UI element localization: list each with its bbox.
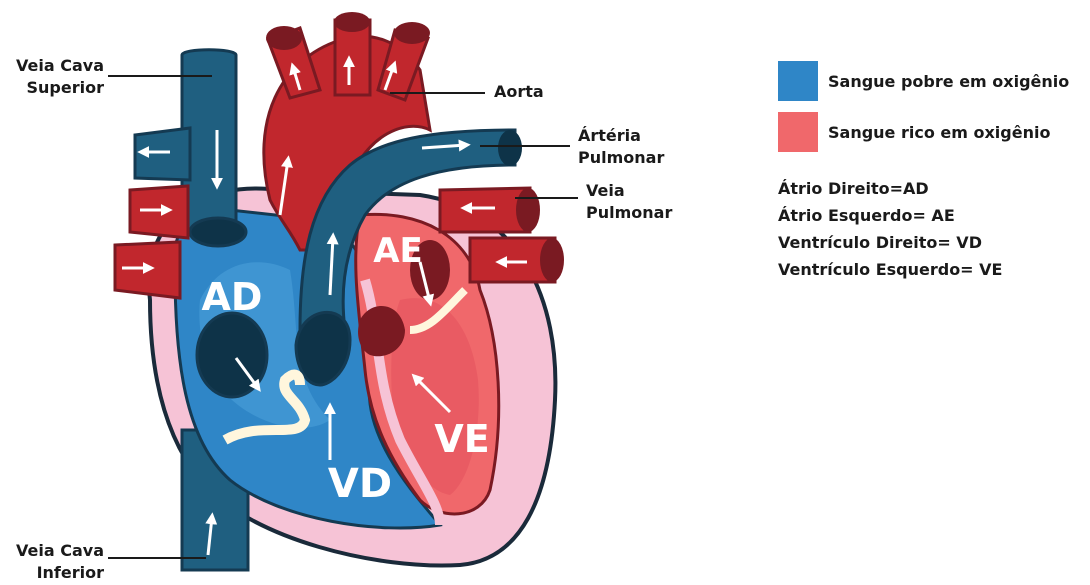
label-veia-pulm-line2: Pulmonar bbox=[586, 202, 672, 224]
label-aorta: Aorta bbox=[494, 81, 544, 103]
legend-text-rich: Sangue rico em oxigênio bbox=[828, 123, 1050, 142]
abbr-ad: Átrio Direito=AD bbox=[778, 175, 929, 202]
abbr-ae: Átrio Esquerdo= AE bbox=[778, 202, 955, 229]
chamber-label-vd: VD bbox=[328, 461, 392, 507]
legend-rich-oxygen: Sangue rico em oxigênio bbox=[778, 112, 1050, 152]
aorta-branch-3-opening bbox=[394, 22, 430, 44]
legend-swatch-poor bbox=[778, 61, 818, 101]
aorta-branch-2-opening bbox=[334, 12, 370, 32]
superior-vena-cava-opening bbox=[190, 218, 246, 246]
label-art-pulm-line1: Ártéria bbox=[578, 125, 664, 147]
abbr-ve: Ventrículo Esquerdo= VE bbox=[778, 256, 1002, 283]
legend-swatch-rich bbox=[778, 112, 818, 152]
abbr-vd: Ventrículo Direito= VD bbox=[778, 229, 982, 256]
label-vci-line1: Veia Cava bbox=[8, 540, 104, 562]
chamber-label-ae: AE bbox=[373, 231, 423, 271]
legend-text-poor: Sangue pobre em oxigênio bbox=[828, 72, 1069, 91]
aorta-branch-1-opening bbox=[266, 26, 302, 50]
label-art-pulm-line2: Pulmonar bbox=[578, 147, 664, 169]
label-vci-line2: Inferior bbox=[8, 562, 104, 584]
left-pulmonary-vein-bottom-opening bbox=[540, 238, 564, 282]
right-veins-mid bbox=[130, 186, 188, 238]
pulmonary-artery-opening bbox=[498, 130, 522, 166]
chamber-label-ad: AD bbox=[202, 275, 263, 319]
label-veia-cava-superior: Veia Cava Superior bbox=[8, 55, 104, 99]
label-vcs-line2: Superior bbox=[8, 77, 104, 99]
label-vcs-line1: Veia Cava bbox=[8, 55, 104, 77]
legend-poor-oxygen: Sangue pobre em oxigênio bbox=[778, 61, 1069, 101]
chamber-label-ve: VE bbox=[434, 417, 489, 461]
label-arteria-pulmonar: Ártéria Pulmonar bbox=[578, 125, 664, 169]
right-pulmonary-veins-top bbox=[135, 128, 190, 180]
label-veia-cava-inferior: Veia Cava Inferior bbox=[8, 540, 104, 584]
left-pulmonary-vein-top-opening bbox=[516, 188, 540, 232]
label-veia-pulmonar: Veia Pulmonar bbox=[586, 180, 672, 224]
right-veins-low bbox=[115, 242, 180, 298]
label-veia-pulm-line1: Veia bbox=[586, 180, 672, 202]
